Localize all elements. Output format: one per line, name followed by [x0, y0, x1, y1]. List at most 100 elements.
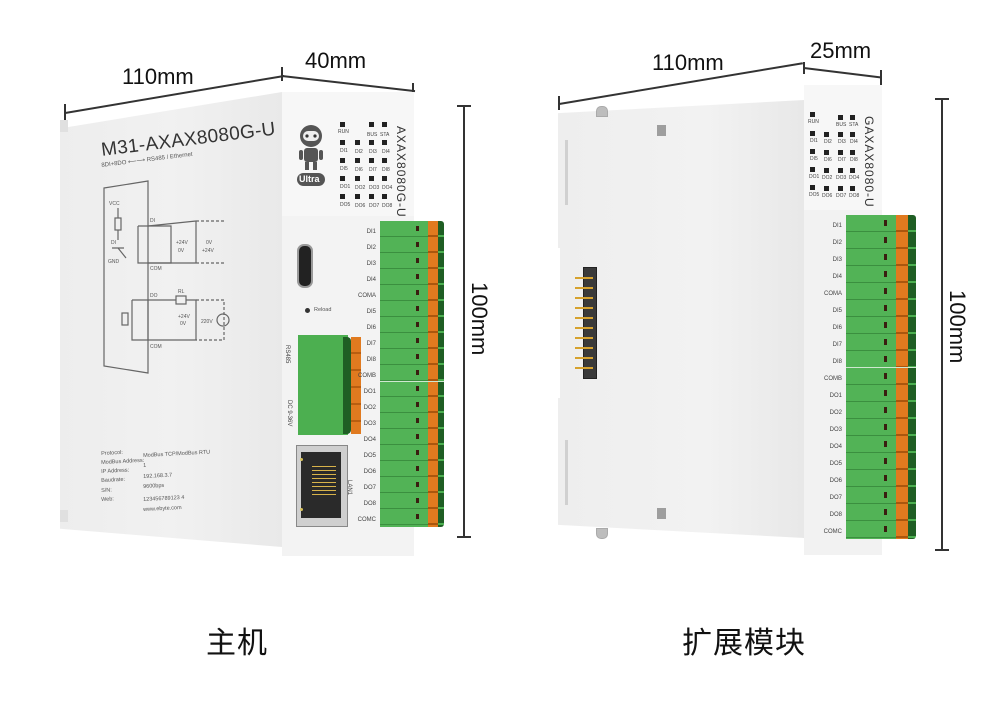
- pin-label: DI4: [366, 277, 376, 283]
- led-do8: [382, 194, 387, 199]
- led-di6: [824, 150, 829, 155]
- led-label: DO3: [369, 185, 380, 191]
- led-label: DO5: [340, 202, 351, 208]
- latch: [657, 508, 666, 519]
- info-label: Web:: [101, 496, 115, 503]
- pin-label: DO6: [363, 469, 376, 475]
- led-label: BUS: [836, 122, 847, 128]
- led-label: DO4: [382, 185, 393, 191]
- pin-label: DI6: [832, 325, 842, 331]
- led-sta: [382, 122, 387, 127]
- led-do5: [810, 185, 815, 190]
- led-label: DO8: [382, 203, 393, 209]
- svg-text:0V: 0V: [178, 248, 185, 254]
- pin-label: DO8: [829, 512, 842, 518]
- pin-label: COMB: [824, 376, 842, 382]
- svg-text:0V: 0V: [206, 240, 213, 246]
- svg-text:DI: DI: [150, 218, 155, 224]
- exp-io-terminal-block[interactable]: [846, 215, 916, 539]
- pin-label: DI7: [832, 342, 842, 348]
- led-label: DI6: [355, 167, 363, 173]
- led-label: DI7: [838, 157, 846, 163]
- pin-label: COMC: [357, 517, 376, 523]
- lan-led: [300, 508, 303, 511]
- pin-label: COMA: [358, 293, 376, 299]
- led-label: DO1: [809, 174, 820, 180]
- exp-height-label: 100mm: [945, 290, 970, 364]
- led-label: DO3: [836, 175, 847, 181]
- led-label: DO7: [836, 193, 847, 199]
- pin-label: DO6: [829, 478, 842, 484]
- svg-text:+24V: +24V: [202, 248, 214, 254]
- host-height-label: 100mm: [467, 282, 492, 356]
- svg-text:COM: COM: [150, 266, 162, 272]
- info-value: 1: [143, 462, 147, 469]
- pin-label: DI1: [832, 223, 842, 229]
- dim-tick: [281, 67, 283, 81]
- vent-slot: [565, 140, 568, 205]
- svg-text:RL: RL: [178, 289, 185, 295]
- pin-label: DI8: [832, 359, 842, 365]
- dim-tick: [880, 70, 882, 86]
- led-do8: [850, 186, 855, 191]
- led-di8: [382, 158, 387, 163]
- ultra-badge-label: Ultra: [299, 174, 320, 184]
- din-clip: [596, 528, 608, 539]
- lan-led: [300, 458, 303, 461]
- led-label: DO6: [822, 193, 833, 199]
- info-label: Baudrate:: [101, 476, 126, 484]
- pin-label: DI6: [366, 325, 376, 331]
- host-width-label: 40mm: [305, 48, 367, 73]
- pin-label: DO7: [829, 495, 842, 501]
- pin-label: COMA: [824, 291, 842, 297]
- pin-label: DI2: [832, 240, 842, 246]
- reload-button[interactable]: [305, 308, 310, 313]
- pin-label: DO7: [363, 485, 376, 491]
- dc-input-label: DC 9-36V: [286, 400, 292, 427]
- led-label: DI7: [369, 167, 377, 173]
- led-do3: [369, 176, 374, 181]
- exp-front-model: GAXAX8080-U: [862, 116, 876, 208]
- pin-label: COMC: [823, 529, 842, 535]
- pin-label: DO5: [829, 461, 842, 467]
- pin-label: DO5: [363, 453, 376, 459]
- host-io-terminal-block[interactable]: [380, 221, 444, 527]
- host-length-label: 110mm: [122, 64, 194, 89]
- host-front-model: AXAX8080G-U: [394, 126, 408, 218]
- led-label: DO6: [355, 203, 366, 209]
- usb-c-port[interactable]: [297, 244, 313, 288]
- led-label: DI4: [850, 139, 858, 145]
- led-label: DO8: [849, 193, 860, 199]
- led-label: BUS: [367, 132, 378, 138]
- led-do5: [340, 194, 345, 199]
- pin-label: DI2: [366, 245, 376, 251]
- dim-tick: [935, 549, 949, 551]
- led-label: RUN: [808, 119, 819, 125]
- led-di7: [369, 158, 374, 163]
- rail-notch: [60, 510, 68, 522]
- pin-label: DO2: [363, 405, 376, 411]
- pin-label: DO1: [363, 389, 376, 395]
- led-di3: [369, 140, 374, 145]
- expansion-bus-connector[interactable]: [583, 267, 597, 379]
- terminal-screws: [343, 337, 351, 434]
- led-label: DI3: [838, 139, 846, 145]
- pin-label: DI1: [366, 229, 376, 235]
- dim-line: [281, 75, 416, 92]
- pin-label: DO8: [363, 501, 376, 507]
- host-caption: 主机: [206, 626, 268, 661]
- pin-label: DO3: [829, 427, 842, 433]
- led-bus: [369, 122, 374, 127]
- led-do4: [850, 168, 855, 173]
- rs485-label: RS485: [284, 345, 290, 364]
- led-sta: [850, 115, 855, 120]
- rs485-power-terminal-block[interactable]: [298, 335, 348, 435]
- svg-text:0V: 0V: [180, 321, 187, 327]
- led-di8: [850, 150, 855, 155]
- pin-label: DI3: [832, 257, 842, 263]
- led-bus: [838, 115, 843, 120]
- led-do6: [355, 194, 360, 199]
- led-label: DI6: [824, 157, 832, 163]
- info-label: Protocol:: [101, 449, 124, 457]
- led-do2: [355, 176, 360, 181]
